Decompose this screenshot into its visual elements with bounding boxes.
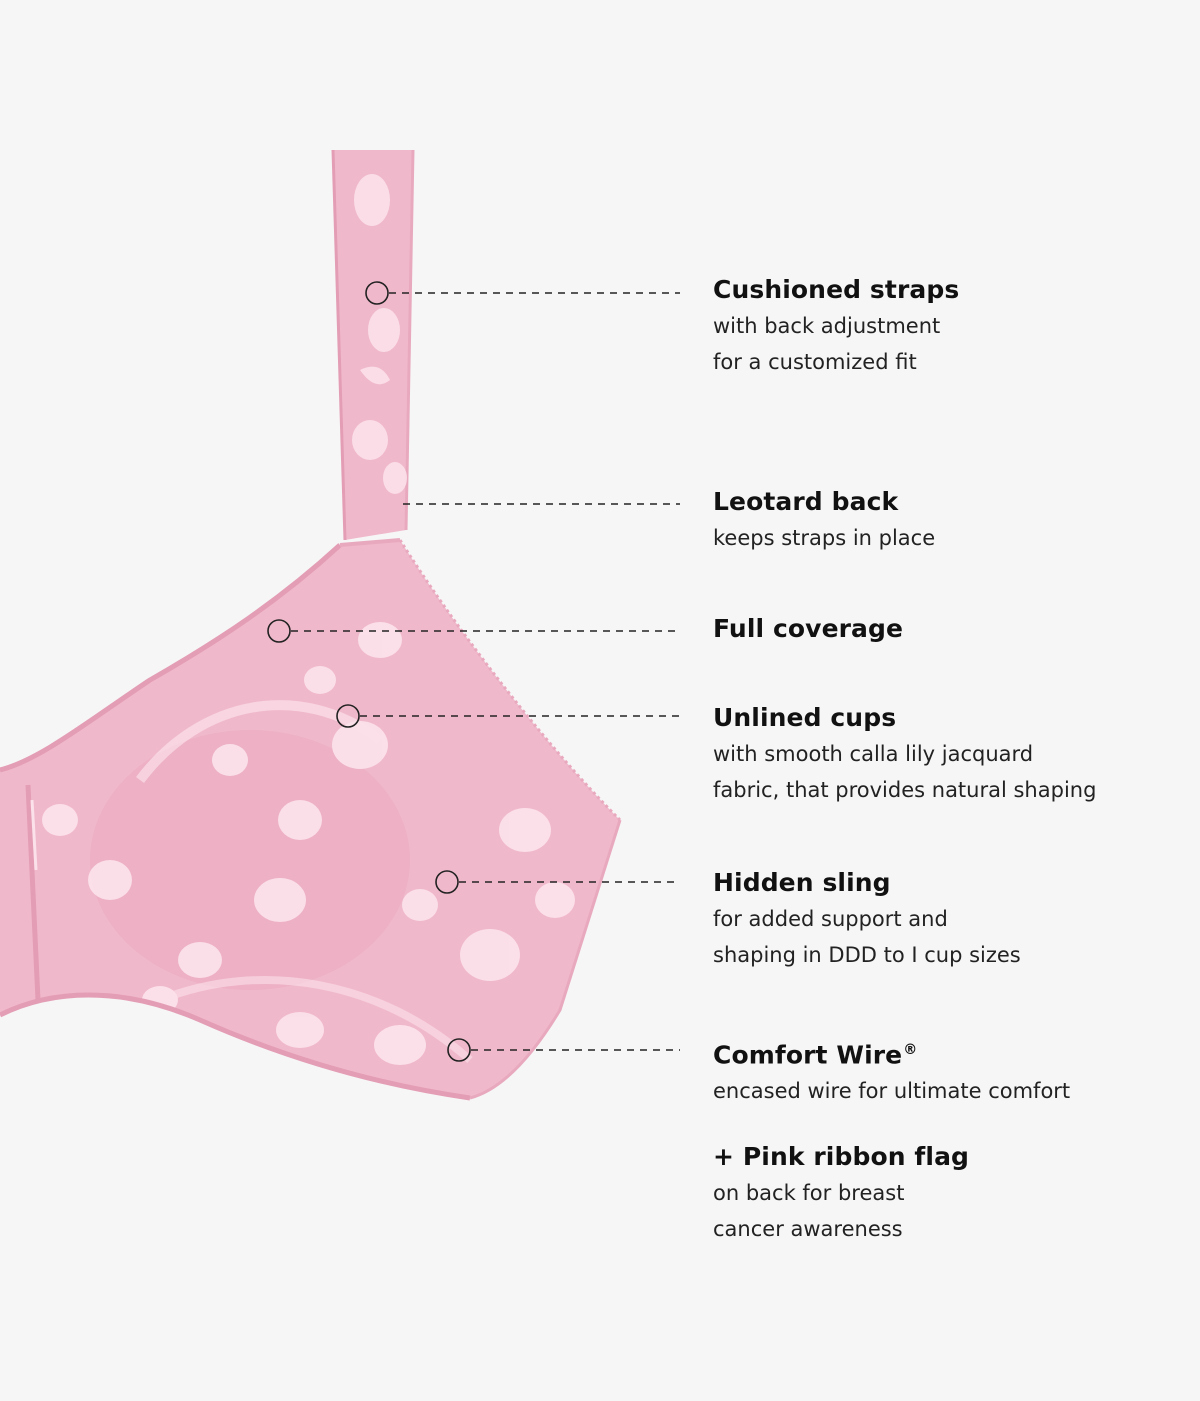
feature-title: Leotard back bbox=[713, 487, 899, 516]
strap bbox=[331, 149, 415, 541]
feature-comfort-wire: Comfort Wire® encased wire for ultimate … bbox=[713, 1034, 1173, 1109]
feature-description: for added support and shaping in DDD to … bbox=[713, 907, 1021, 967]
marker-circle-unlined-cups bbox=[336, 704, 360, 728]
feature-description: keeps straps in place bbox=[713, 526, 936, 550]
marker-circle-hidden-sling bbox=[435, 870, 459, 894]
feature-description: with smooth calla lily jacquard fabric, … bbox=[713, 742, 1097, 802]
feature-description: encased wire for ultimate comfort bbox=[713, 1079, 1071, 1104]
feature-pink-ribbon-flag: + Pink ribbon flag on back for breast ca… bbox=[713, 1141, 1173, 1247]
marker-circle-comfort-wire bbox=[447, 1038, 471, 1062]
feature-description: on back for breast cancer awareness bbox=[713, 1181, 905, 1241]
feature-title: Comfort Wire® bbox=[713, 1040, 918, 1070]
feature-cushioned-straps: Cushioned straps with back adjustment fo… bbox=[713, 274, 1173, 380]
marker-circle-full-coverage bbox=[267, 619, 291, 643]
cup bbox=[0, 538, 622, 1101]
registered-mark: ® bbox=[903, 1042, 918, 1058]
feature-title: Unlined cups bbox=[713, 703, 897, 732]
feature-hidden-sling: Hidden sling for added support and shapi… bbox=[713, 867, 1173, 973]
feature-description: with back adjustment for a customized fi… bbox=[713, 314, 941, 374]
feature-unlined-cups: Unlined cups with smooth calla lily jacq… bbox=[713, 702, 1173, 808]
feature-leotard-back: Leotard back keeps straps in place bbox=[713, 486, 1173, 556]
feature-title: Hidden sling bbox=[713, 868, 891, 897]
feature-full-coverage: Full coverage bbox=[713, 613, 1173, 645]
marker-circle-cushioned-straps bbox=[365, 281, 389, 305]
feature-title: Full coverage bbox=[713, 614, 904, 643]
feature-title: Cushioned straps bbox=[713, 275, 960, 304]
feature-title: + Pink ribbon flag bbox=[713, 1142, 970, 1171]
